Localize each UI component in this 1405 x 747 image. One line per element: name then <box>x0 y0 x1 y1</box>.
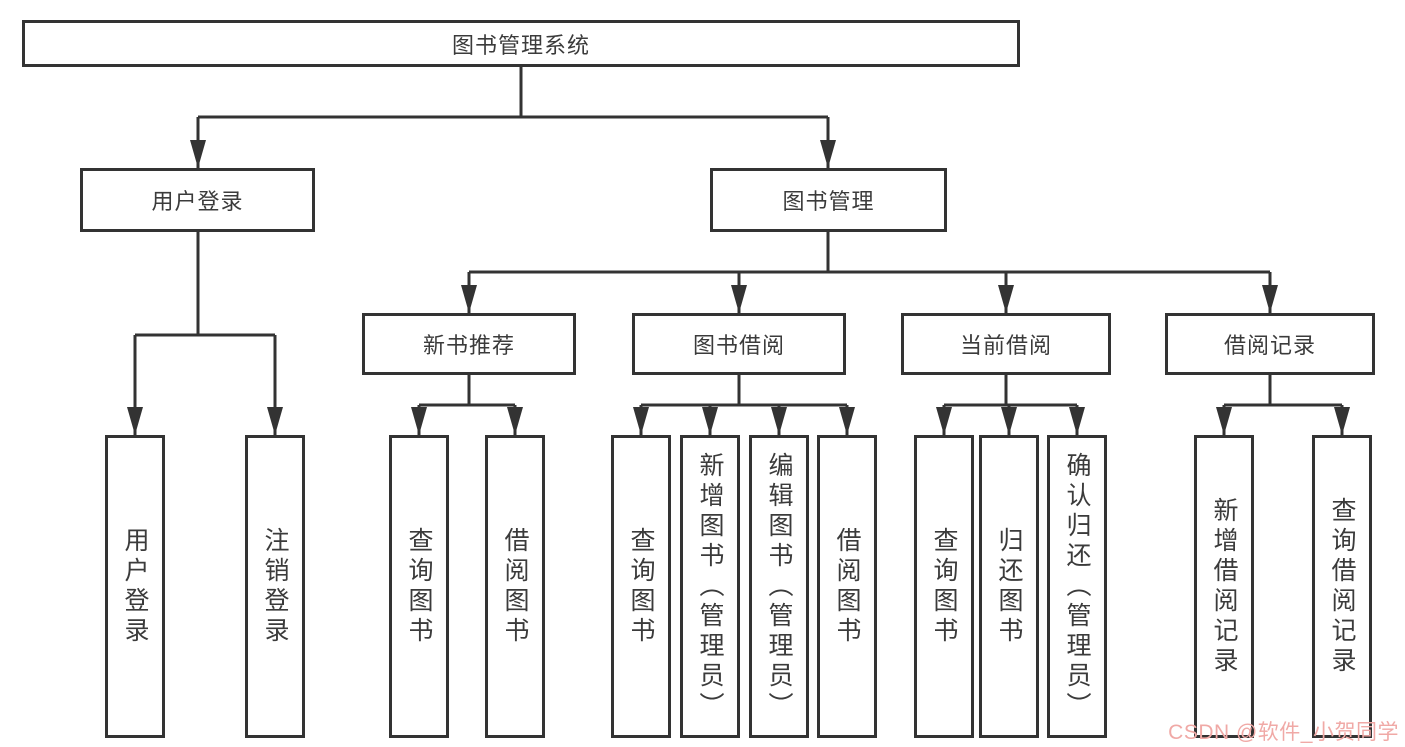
node-label: 图书管理系统 <box>451 32 590 58</box>
node-book-management: 图书管理 <box>710 168 947 232</box>
node-library-system: 图书管理系统 <box>22 20 1020 67</box>
node-label: 借阅图书 <box>833 526 861 647</box>
leaf-add-borrow-record: 新增借阅记录 <box>1194 435 1254 738</box>
leaf-add-books-admin: 新增图书（管理员） <box>680 435 740 738</box>
leaf-return-books: 归还图书 <box>979 435 1039 738</box>
node-label: 编辑图书（管理员） <box>765 451 793 722</box>
connector-path <box>133 67 1344 435</box>
leaf-query-books-2: 查询图书 <box>611 435 671 738</box>
leaf-confirm-return-admin: 确认归还（管理员） <box>1047 435 1107 738</box>
csdn-watermark: CSDN @软件_小贺同学 <box>1168 721 1399 744</box>
node-book-borrowing: 图书借阅 <box>632 313 846 375</box>
node-label: 注销登录 <box>261 526 289 647</box>
node-user-login: 用户登录 <box>80 168 315 232</box>
node-label: 查询图书 <box>627 526 655 647</box>
node-label: 归还图书 <box>995 526 1023 647</box>
node-label: 图书借阅 <box>692 333 785 358</box>
node-label: 用户登录 <box>151 189 244 214</box>
leaf-user-login: 用户登录 <box>105 435 165 738</box>
node-label: 借阅图书 <box>501 526 529 647</box>
node-new-book-recommendation: 新书推荐 <box>362 313 576 375</box>
leaf-borrow-books-2: 借阅图书 <box>817 435 877 738</box>
leaf-logout: 注销登录 <box>245 435 305 738</box>
leaf-edit-books-admin: 编辑图书（管理员） <box>749 435 809 738</box>
node-label: 查询借阅记录 <box>1328 496 1356 677</box>
leaf-query-books-3: 查询图书 <box>914 435 974 738</box>
node-label: 新书推荐 <box>422 333 515 358</box>
node-label: 当前借阅 <box>959 333 1052 358</box>
node-label: 查询图书 <box>930 526 958 647</box>
node-label: 用户登录 <box>121 526 149 647</box>
leaf-query-borrow-record: 查询借阅记录 <box>1312 435 1372 738</box>
node-label: 新增借阅记录 <box>1210 496 1238 677</box>
node-current-borrowing: 当前借阅 <box>901 313 1111 375</box>
arrowheads <box>127 140 1350 435</box>
leaf-query-books-1: 查询图书 <box>389 435 449 738</box>
node-borrowing-records: 借阅记录 <box>1165 313 1375 375</box>
node-label: 确认归还（管理员） <box>1063 451 1091 722</box>
node-label: 查询图书 <box>405 526 433 647</box>
leaf-borrow-books-1: 借阅图书 <box>485 435 545 738</box>
node-label: 借阅记录 <box>1223 333 1316 358</box>
node-label: 图书管理 <box>782 189 875 214</box>
node-label: 新增图书（管理员） <box>696 451 724 722</box>
